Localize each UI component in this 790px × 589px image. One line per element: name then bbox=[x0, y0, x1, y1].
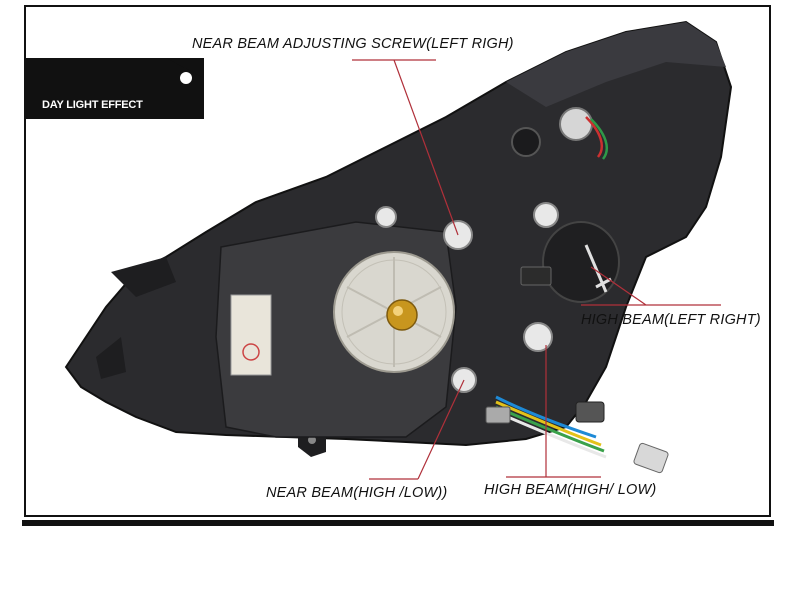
day-light-badge bbox=[26, 58, 204, 119]
connector-grey bbox=[575, 401, 605, 423]
product-label bbox=[230, 294, 272, 376]
connector-white bbox=[633, 442, 669, 474]
callout-near-beam-high-low: NEAR BEAM(HIGH /LOW)) bbox=[266, 485, 448, 501]
bottom-divider bbox=[22, 520, 774, 526]
callout-high-beam-left-right: HIGH BEAM(LEFT RIGHT) bbox=[581, 312, 761, 328]
callout-near-beam-adjusting-screw: NEAR BEAM ADJUSTING SCREW(LEFT RIGH) bbox=[192, 36, 514, 52]
callout-high-beam-high-low: HIGH BEAM(HIGH/ LOW) bbox=[484, 482, 657, 498]
product-photo-frame: DAY LIGHT EFFECT NEAR BEAM ADJUSTING SCR… bbox=[24, 5, 771, 517]
cap-center-bulb bbox=[386, 299, 418, 331]
badge-label: DAY LIGHT EFFECT bbox=[42, 99, 143, 111]
badge-dot-icon bbox=[180, 72, 192, 84]
